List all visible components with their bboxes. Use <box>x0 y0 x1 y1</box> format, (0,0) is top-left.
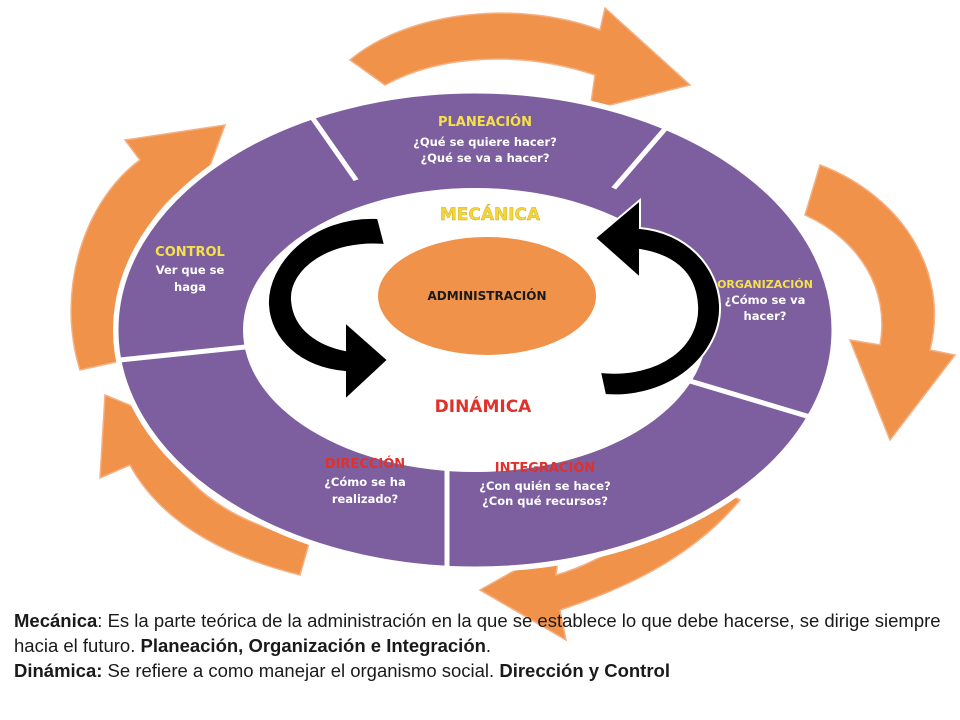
black-arrow-left <box>266 216 390 403</box>
segment-title: PLANEACIÓN <box>438 114 532 130</box>
segment-integracion: INTEGRACIÓN ¿Con quién se hace? ¿Con qué… <box>479 460 610 508</box>
mecanica-definition: : Es la parte teórica de la administraci… <box>14 610 941 656</box>
segment-question: ¿Con quién se hace? <box>479 479 610 493</box>
segment-question: hacer? <box>744 309 787 323</box>
segment-title: INTEGRACIÓN <box>495 460 596 476</box>
segment-question: ¿Cómo se va <box>725 293 806 307</box>
segment-question: Ver que se <box>156 263 225 277</box>
divider-organizacion-integracion <box>669 372 821 423</box>
orange-arrow-top <box>348 6 692 111</box>
segment-title: CONTROL <box>155 245 225 260</box>
orange-arrow-bottom-left <box>99 393 311 576</box>
mecanica-phases: Planeación, Organización e Integración <box>140 635 486 656</box>
segment-question: ¿Cómo se ha <box>324 475 406 489</box>
segment-question: realizado? <box>332 492 398 506</box>
black-arrow-right <box>593 197 722 397</box>
orange-arrow-right <box>804 164 957 442</box>
divider-direccion-control <box>119 342 266 363</box>
segment-organizacion: ORGANIZACIÓN ¿Cómo se va hacer? <box>717 278 813 323</box>
segment-question: ¿Qué se quiere hacer? <box>413 135 557 149</box>
segment-title: ORGANIZACIÓN <box>717 278 813 291</box>
segment-planeacion: PLANEACIÓN ¿Qué se quiere hacer? ¿Qué se… <box>413 114 557 165</box>
center-ellipse <box>376 235 598 357</box>
dinamica-label: DINÁMICA <box>435 395 533 417</box>
segment-question: haga <box>174 280 206 294</box>
mecanica-term: Mecánica <box>14 610 98 631</box>
segment-control: CONTROL Ver que se haga <box>155 245 225 294</box>
dinamica-term: Dinámica: <box>14 660 103 681</box>
explanation-caption: Mecánica: Es la parte teórica de la admi… <box>14 608 950 683</box>
mecanica-label: MECÁNICA <box>440 203 541 225</box>
center-label: ADMINISTRACIÓN <box>427 288 546 303</box>
caption-period: . <box>485 635 492 656</box>
segment-question: ¿Qué se va a hacer? <box>420 151 549 165</box>
segment-question: ¿Con qué recursos? <box>482 494 608 508</box>
segment-title: DIRECCIÓN <box>325 456 405 472</box>
dinamica-definition: Se refiere a como manejar el organismo s… <box>102 660 500 681</box>
dinamica-phases: Dirección y Control <box>499 660 670 681</box>
segment-direccion: DIRECCIÓN ¿Cómo se ha realizado? <box>324 456 406 506</box>
